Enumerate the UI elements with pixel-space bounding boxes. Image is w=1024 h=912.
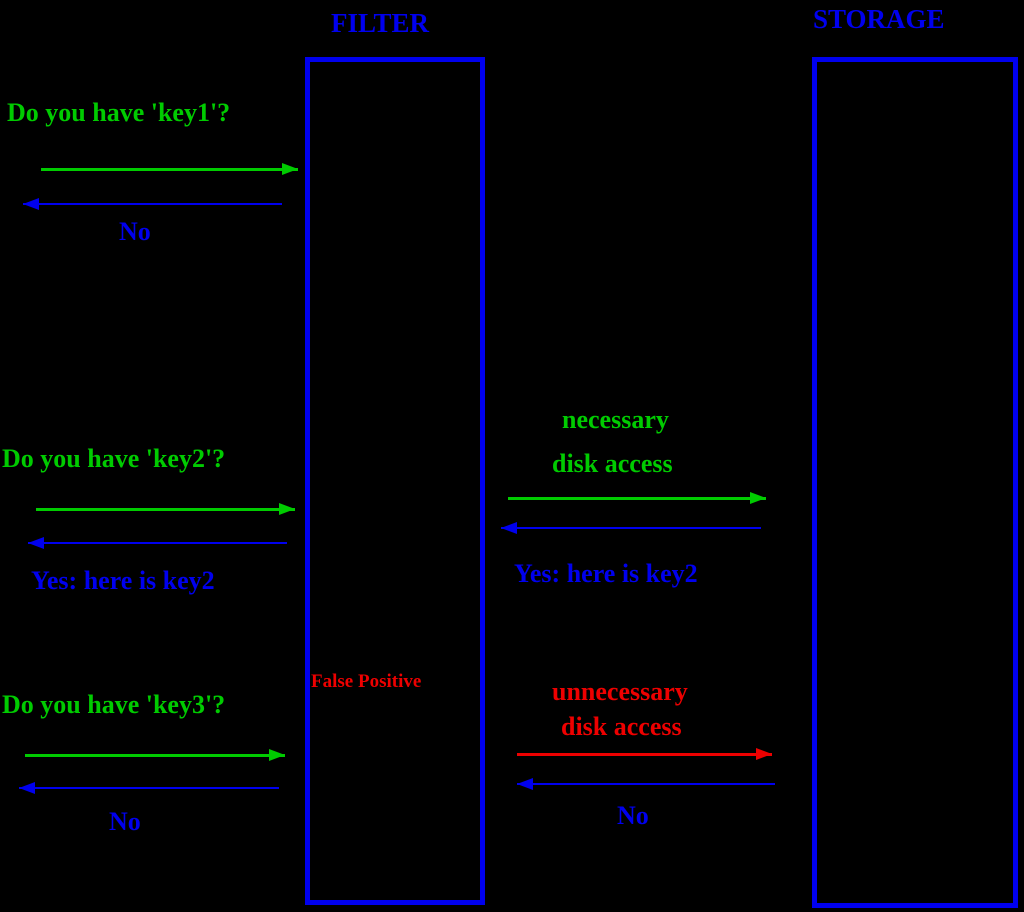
reply-key3-label: No — [109, 807, 141, 836]
arrow-shaft — [23, 203, 282, 205]
query-key2-label: Do you have 'key2'? — [2, 444, 226, 473]
arrow-shaft — [36, 508, 295, 511]
necessary-disk-access-line2: disk access — [552, 449, 673, 478]
arrow-left-icon — [28, 537, 44, 549]
storage-title: STORAGE — [813, 4, 945, 34]
query-key3-label: Do you have 'key3'? — [2, 690, 226, 719]
arrow-shaft — [19, 787, 279, 789]
arrow-shaft — [517, 783, 775, 785]
reply-key1-label: No — [119, 217, 151, 246]
query-key1-label: Do you have 'key1'? — [7, 98, 231, 127]
arrow-left-icon — [19, 782, 35, 794]
arrow-shaft — [28, 542, 287, 544]
arrow-shaft — [501, 527, 761, 529]
arrow-shaft — [41, 168, 298, 171]
unnecessary-disk-access-line1: unnecessary — [552, 677, 688, 706]
arrow-right-icon — [282, 163, 298, 175]
storage-reply-key2-label: Yes: here is key2 — [514, 559, 698, 588]
storage-reply-key3-label: No — [617, 801, 649, 830]
filter-box — [305, 57, 485, 905]
arrow-left-icon — [517, 778, 533, 790]
filter-title: FILTER — [331, 8, 430, 38]
arrow-right-icon — [756, 748, 772, 760]
false-positive-label: False Positive — [311, 671, 422, 692]
necessary-disk-access-line1: necessary — [562, 405, 669, 434]
arrow-shaft — [508, 497, 766, 500]
arrow-shaft — [25, 754, 285, 757]
arrow-left-icon — [501, 522, 517, 534]
reply-key2-label: Yes: here is key2 — [31, 566, 215, 595]
arrow-right-icon — [750, 492, 766, 504]
arrow-left-icon — [23, 198, 39, 210]
unnecessary-disk-access-line2: disk access — [561, 712, 682, 741]
arrow-right-icon — [279, 503, 295, 515]
arrow-shaft — [517, 753, 772, 756]
arrow-right-icon — [269, 749, 285, 761]
storage-box — [812, 57, 1018, 908]
